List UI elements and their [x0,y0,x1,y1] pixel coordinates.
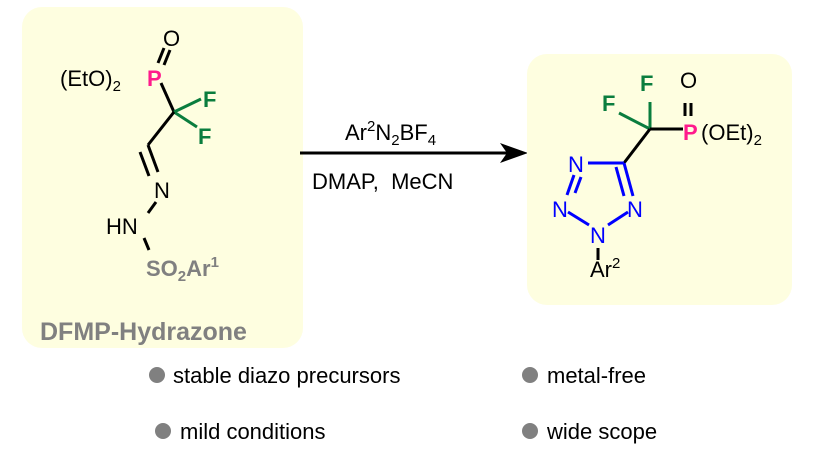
reaction-conditions: DMAP, MeCN [312,169,453,194]
feature-list: stable diazo precursors metal-free mild … [149,363,657,444]
fluorine-atom: F [640,71,653,96]
feature-item: stable diazo precursors [173,363,400,388]
reactant-dfmp-hydrazone: (EtO)2 P O F F N HN SO2Ar1 DFMP-Hydrazon… [22,7,303,348]
feature-item: mild conditions [180,419,326,444]
tetrazole-nitrogen: N [568,152,584,177]
reagent-diazonium-salt: Ar2N2BF4 [345,118,436,149]
product-highlight-box [527,54,792,305]
tetrazole-nitrogen: N [552,197,568,222]
oxygen-atom: O [680,68,697,93]
bullet-icon [522,423,538,439]
diethoxy-group: (OEt)2 [701,120,762,149]
fluorine-atom: F [602,91,615,116]
oxygen-atom: O [163,26,180,51]
p-c-bond [159,82,176,113]
feature-item: metal-free [547,363,646,388]
tetrazole-nitrogen: N [627,197,643,222]
phosphorus-atom: P [147,66,162,91]
aryl-group: Ar2 [590,255,620,282]
imine-nitrogen: N [154,178,170,203]
bullet-icon [155,423,171,439]
feature-item: wide scope [546,419,657,444]
reaction-arrow: Ar2N2BF4 DMAP, MeCN [300,118,528,194]
diethoxy-group: (EtO)2 [60,66,121,95]
nh-group: HN [106,214,138,239]
tetrazole-nitrogen: N [590,223,606,248]
sulfonyl-aryl-group: SO2Ar1 [146,254,219,285]
bullet-icon [522,367,538,383]
phosphorus-atom: P [683,120,698,145]
fluorine-atom: F [203,87,216,112]
reactant-label: DFMP-Hydrazone [40,318,247,346]
bullet-icon [149,367,165,383]
product-tetrazole: F F O P (OEt)2 N N N N Ar2 [527,54,792,305]
reactant-highlight-box [22,7,303,348]
fluorine-atom: F [198,124,211,149]
